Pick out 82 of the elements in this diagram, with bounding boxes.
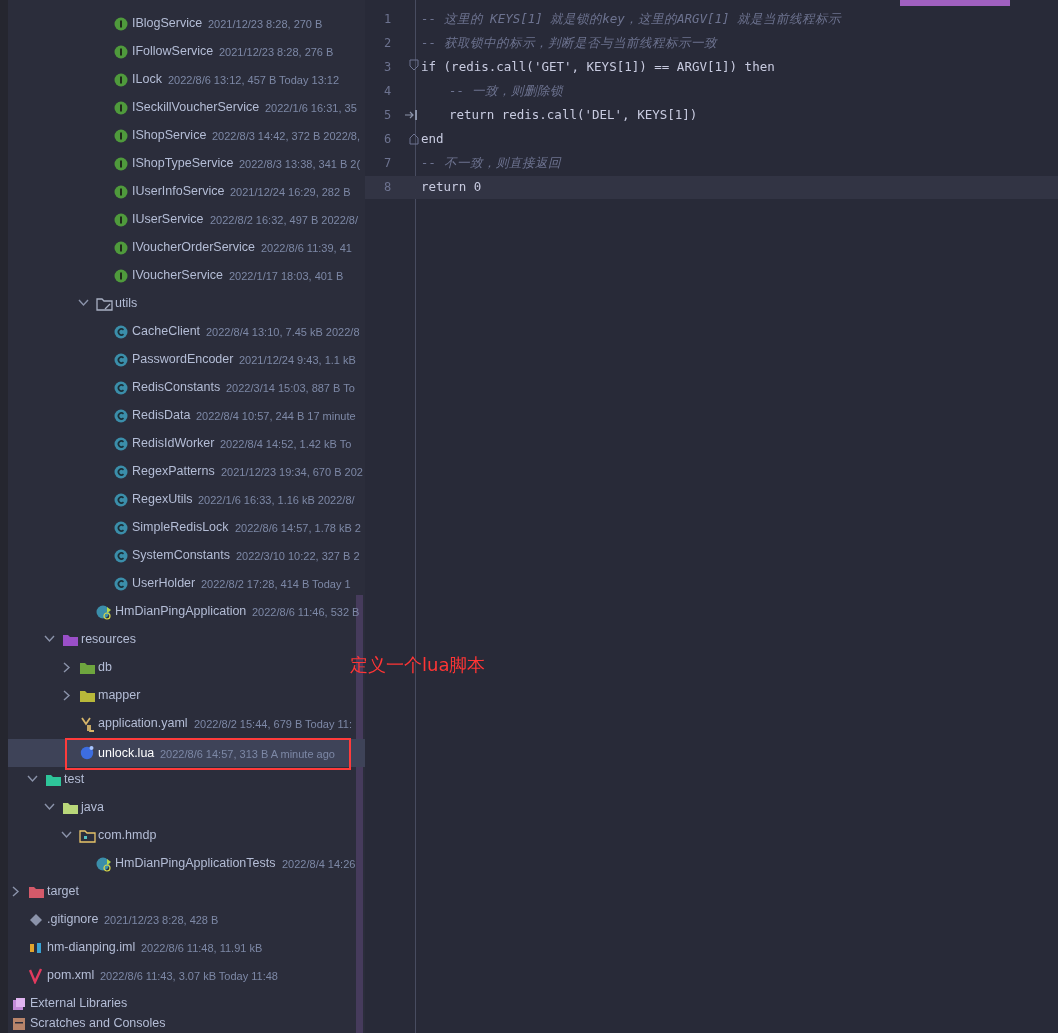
file-name: UserHolder: [132, 575, 196, 591]
file-info: 2022/1/6 16:33, 1.16 kB 2022/8/: [198, 493, 355, 508]
line-number: 6: [384, 131, 392, 147]
code-comment: -- 不一致，则直接返回: [421, 155, 561, 171]
code-line: end: [421, 131, 444, 147]
file-name: IVoucherService: [132, 267, 224, 283]
file-name: Scratches and Consoles: [30, 1015, 166, 1031]
file-name: hm-dianping.iml: [47, 939, 136, 955]
file-info: 2022/8/6 13:12, 457 B Today 13:12: [168, 73, 340, 88]
file-info: 2022/3/10 10:22, 327 B 2: [236, 549, 360, 564]
file-info: 2022/8/6 11:48, 11.91 kB: [141, 941, 263, 956]
file-info: 2022/8/4 13:10, 7.45 kB 2022/8: [206, 325, 360, 340]
code-comment: -- 这里的 KEYS[1] 就是锁的key，这里的ARGV[1] 就是当前线程标示: [421, 11, 842, 27]
file-info: 2022/8/2 17:28, 414 B Today 1: [201, 577, 351, 592]
file-name: HmDianPingApplication: [115, 603, 247, 619]
file-info: 2022/8/3 13:38, 341 B 2(: [239, 157, 361, 172]
code-line: return redis.call('DEL', KEYS[1]): [449, 107, 698, 123]
file-name: IShopService: [132, 127, 207, 143]
file-name: application.yaml: [98, 715, 188, 731]
file-info: 2022/1/17 18:03, 401 B: [229, 269, 344, 284]
line-number: 1: [384, 11, 392, 27]
file-name: RedisData: [132, 407, 191, 423]
annotation-text: 定义一个lua脚本: [350, 653, 486, 677]
file-name: IVoucherOrderService: [132, 239, 255, 255]
line-number: 3: [384, 59, 392, 75]
code-line: return 0: [421, 179, 482, 195]
file-name: unlock.lua: [98, 745, 155, 761]
file-name: pom.xml: [47, 967, 95, 983]
code-comment: -- 一致，则删除锁: [449, 83, 563, 99]
file-name: SystemConstants: [132, 547, 230, 563]
file-info: 2022/8/6 14:57, 313 B A minute ago: [160, 747, 335, 762]
file-name: db: [98, 659, 112, 675]
file-info: 2022/8/2 15:44, 679 B Today 11:: [194, 717, 352, 732]
file-info: 2022/1/6 16:31, 35: [265, 101, 357, 116]
line-number: 4: [384, 83, 392, 99]
file-name: .gitignore: [47, 911, 99, 927]
file-name: PasswordEncoder: [132, 351, 234, 367]
file-name: IShopTypeService: [132, 155, 234, 171]
file-info: 2022/3/14 15:03, 887 B To: [226, 381, 355, 396]
file-name: IUserService: [132, 211, 204, 227]
line-number: 2: [384, 35, 392, 51]
file-name: IBlogService: [132, 15, 203, 31]
file-name: IUserInfoService: [132, 183, 225, 199]
file-name: java: [81, 799, 104, 815]
file-name: mapper: [98, 687, 141, 703]
file-name: utils: [115, 295, 138, 311]
code-comment: -- 获取锁中的标示，判断是否与当前线程标示一致: [421, 35, 717, 51]
file-name: IFollowService: [132, 43, 214, 59]
line-number: 5: [384, 107, 392, 123]
file-info: 2022/8/2 16:32, 497 B 2022/8/: [210, 213, 359, 228]
file-name: resources: [81, 631, 136, 647]
file-info: 2022/8/4 14:52, 1.42 kB To: [220, 437, 352, 452]
line-number: 7: [384, 155, 392, 171]
file-info: 2022/8/6 11:43, 3.07 kB Today 11:48: [100, 969, 278, 984]
file-info: 2021/12/23 8:28, 428 B: [104, 913, 219, 928]
file-name: ILock: [132, 71, 162, 87]
file-name: RedisIdWorker: [132, 435, 215, 451]
file-info: 2022/8/4 14:26: [282, 857, 356, 872]
file-info: 2022/8/6 11:46, 532 B: [252, 605, 360, 620]
code-line: if (redis.call('GET', KEYS[1]) == ARGV[1]) then: [421, 59, 775, 75]
highlight-box: [65, 738, 351, 770]
file-name: RegexPatterns: [132, 463, 215, 479]
file-name: ISeckillVoucherService: [132, 99, 260, 115]
file-info: 2021/12/24 16:29, 282 B: [230, 185, 351, 200]
file-name: SimpleRedisLock: [132, 519, 229, 535]
file-info: 2021/12/23 8:28, 276 B: [219, 45, 334, 60]
file-info: 2022/8/3 14:42, 372 B 2022/8,: [212, 129, 361, 144]
file-info: 2021/12/23 19:34, 670 B 202: [221, 465, 363, 480]
file-name: target: [47, 883, 79, 899]
file-name: RedisConstants: [132, 379, 221, 395]
file-info: 2022/8/6 11:39, 41: [261, 241, 352, 256]
file-info: 2022/8/6 14:57, 1.78 kB 2: [235, 521, 361, 536]
file-name: CacheClient: [132, 323, 201, 339]
file-name: HmDianPingApplicationTests: [115, 855, 276, 871]
file-name: com.hmdp: [98, 827, 157, 843]
file-info: 2022/8/4 10:57, 244 B 17 minute: [196, 409, 356, 424]
file-info: 2021/12/24 9:43, 1.1 kB: [239, 353, 356, 368]
file-name: External Libraries: [30, 995, 128, 1011]
file-name: test: [64, 771, 85, 787]
file-info: 2021/12/23 8:28, 270 B: [208, 17, 323, 32]
file-name: RegexUtils: [132, 491, 193, 507]
line-number: 8: [384, 179, 392, 195]
